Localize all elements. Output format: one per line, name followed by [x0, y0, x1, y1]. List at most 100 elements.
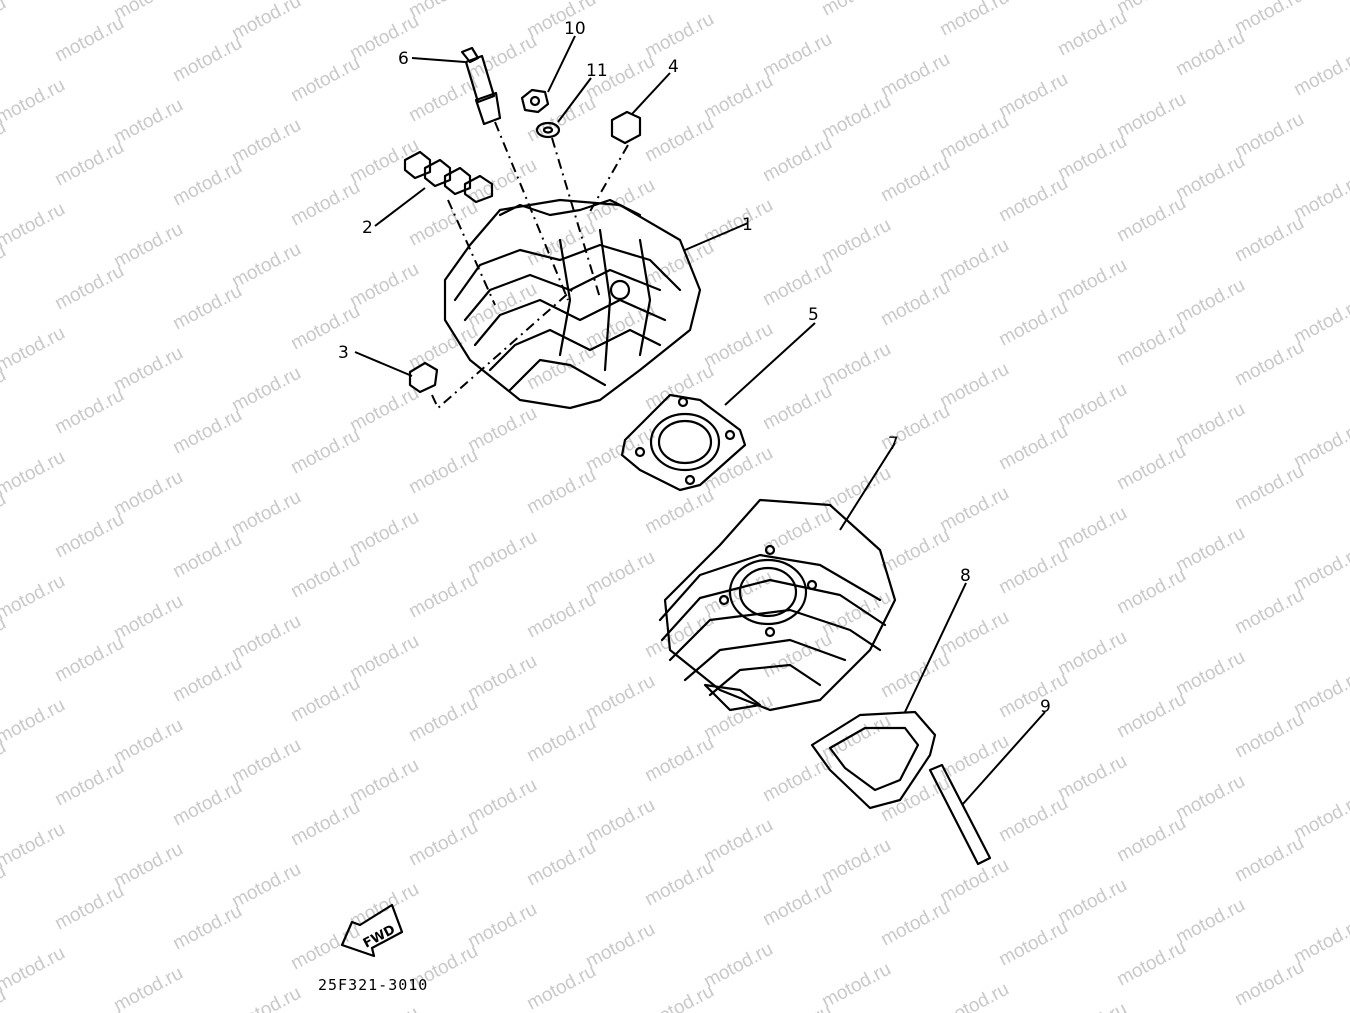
watermark-text: motod.ru [523, 465, 599, 519]
watermark-text: motod.ru [110, 715, 186, 769]
watermark-text: motod.ru [464, 651, 540, 705]
watermark-text: motod.ru [464, 527, 540, 581]
callout-2: 2 [362, 218, 373, 238]
watermark-text: motod.ru [110, 963, 186, 1013]
watermark-text: motod.ru [228, 487, 304, 541]
watermark-text: motod.ru [1231, 0, 1307, 38]
watermark-text: motod.ru [523, 961, 599, 1013]
watermark-text: motod.ru [1054, 875, 1130, 929]
watermark-text: motod.ru [1113, 89, 1189, 143]
watermark-text: motod.ru [759, 505, 835, 559]
watermark-text: motod.ru [1172, 151, 1248, 205]
diagram-code: 25F321-3010 [318, 976, 428, 994]
watermark-text: motod.ru [169, 901, 245, 955]
watermark-text: motod.ru [523, 0, 599, 42]
callout-7: 7 [888, 434, 899, 454]
watermark-text: motod.ru [700, 939, 776, 993]
watermark-text: motod.ru [405, 197, 481, 251]
watermark-text: motod.ru [1172, 523, 1248, 577]
watermark-text: motod.ru [346, 383, 422, 437]
base-gasket [810, 710, 937, 810]
watermark-text: motod.ru [1231, 461, 1307, 515]
watermark-text: motod.ru [1172, 895, 1248, 949]
watermark-text: motod.ru [0, 447, 69, 501]
watermark-text: motod.ru [110, 839, 186, 893]
watermark-text: motod.ru [228, 611, 304, 665]
watermark-text: motod.ru [1054, 379, 1130, 433]
watermark-text: motod.ru [228, 735, 304, 789]
watermark-text: motod.ru [582, 919, 658, 973]
watermark-text: motod.ru [51, 385, 127, 439]
watermark-text: motod.ru [405, 817, 481, 871]
watermark-text: motod.ru [0, 323, 69, 377]
watermark-text: motod.ru [995, 793, 1071, 847]
watermark-text: motod.ru [169, 33, 245, 87]
watermark-text: motod.ru [641, 361, 717, 415]
watermark-text: motod.ru [51, 1005, 127, 1013]
watermark-text: motod.ru [1113, 193, 1189, 247]
watermark-text: motod.ru [1172, 647, 1248, 701]
watermark-text: motod.ru [1231, 213, 1307, 267]
watermark-text: motod.ru [346, 507, 422, 561]
watermark-text: motod.ru [1054, 503, 1130, 557]
watermark-text: motod.ru [0, 695, 69, 749]
watermark-text: motod.ru [0, 75, 69, 129]
watermark-text: motod.ru [0, 571, 69, 625]
watermark-text: motod.ru [1113, 689, 1189, 743]
watermark-text: motod.ru [995, 917, 1071, 971]
watermark-text: motod.ru [51, 633, 127, 687]
watermark-text: motod.ru [464, 155, 540, 209]
watermark-text: motod.ru [346, 11, 422, 65]
watermark-text: motod.ru [110, 219, 186, 273]
watermark-text: motod.ru [169, 529, 245, 583]
watermark-text: motod.ru [405, 321, 481, 375]
watermark-text: motod.ru [287, 301, 363, 355]
watermark-text: motod.ru [641, 113, 717, 167]
watermark-text: motod.ru [169, 777, 245, 831]
watermark-text: motod.ru [995, 669, 1071, 723]
watermark-text: motod.ru [169, 281, 245, 335]
watermark-text: motod.ru [523, 93, 599, 147]
watermark-text: motod.ru [0, 943, 69, 997]
callout-5: 5 [808, 305, 819, 325]
watermark-text: motod.ru [936, 359, 1012, 413]
watermark-text: motod.ru [1054, 751, 1130, 805]
watermark-text: motod.ru [582, 795, 658, 849]
callout-1: 1 [742, 215, 753, 235]
watermark-text: motod.ru [169, 653, 245, 707]
watermark-text: motod.ru [1054, 7, 1130, 61]
watermark-text: motod.ru [228, 363, 304, 417]
watermark-text: motod.ru [759, 1001, 835, 1013]
watermark-text: motod.ru [287, 673, 363, 727]
watermark-text: motod.ru [818, 959, 894, 1013]
watermark-text: motod.ru [51, 137, 127, 191]
callout-8: 8 [960, 566, 971, 586]
watermark-text: motod.ru [464, 775, 540, 829]
watermark-text: motod.ru [1113, 937, 1189, 991]
watermark-text: motod.ru [641, 981, 717, 1013]
watermark-text: motod.ru [877, 773, 953, 827]
watermark-text: motod.ru [995, 173, 1071, 227]
watermark-text: motod.ru [1231, 833, 1307, 887]
watermark-text: motod.ru [818, 711, 894, 765]
watermark-text: motod.ru [582, 299, 658, 353]
watermark-text: motod.ru [523, 713, 599, 767]
cap-3 [408, 361, 439, 394]
watermark-text: motod.ru [582, 671, 658, 725]
watermark-text: motod.ru [110, 343, 186, 397]
watermark-text: motod.ru [1172, 771, 1248, 825]
watermark-text: motod.ru [1172, 399, 1248, 453]
watermark-text: motod.ru [877, 649, 953, 703]
watermark-text: motod.ru [818, 0, 894, 20]
callout-9: 9 [1040, 697, 1051, 717]
alignment-lines [431, 121, 629, 410]
watermark-text: motod.ru [582, 547, 658, 601]
watermark-text: motod.ru [759, 381, 835, 435]
watermark-text: motod.ru [641, 733, 717, 787]
watermark-text: motod.ru [110, 95, 186, 149]
watermark-text: motod.ru [51, 881, 127, 935]
callout-labels: 6 10 11 4 2 3 1 5 7 8 9 [338, 19, 1051, 717]
watermark-text: motod.ru [1054, 131, 1130, 185]
watermark-text: motod.ru [877, 277, 953, 331]
watermark-text: motod.ru [818, 215, 894, 269]
